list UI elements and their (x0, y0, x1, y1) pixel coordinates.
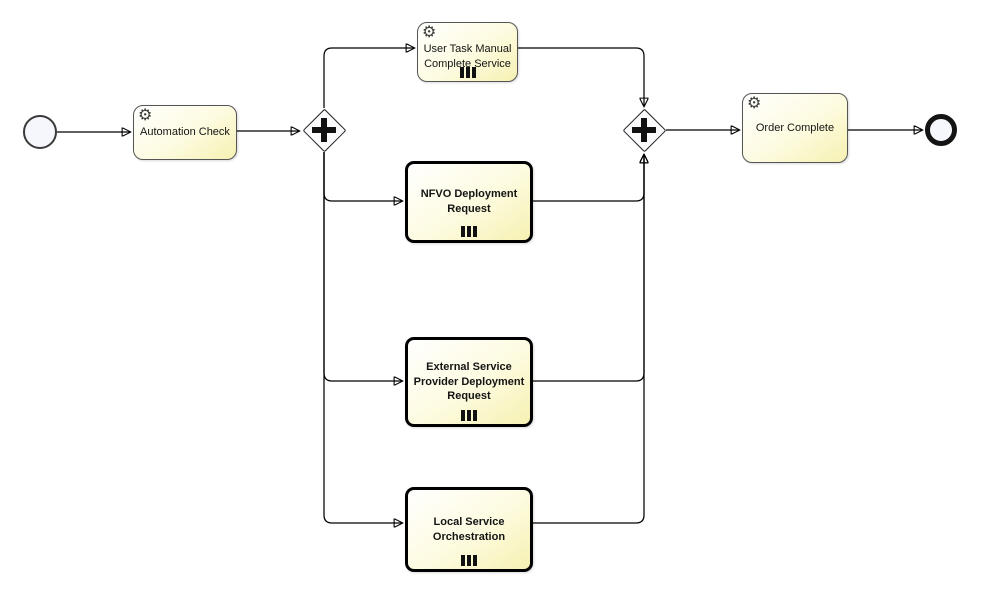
task-order-complete[interactable]: ⚙ Order Complete (742, 93, 848, 163)
sequence-flow-user-task-to-join (518, 47, 644, 106)
multi-instance-marker-icon (461, 555, 477, 566)
multi-instance-marker-icon (459, 67, 476, 78)
gear-icon: ⚙ (422, 22, 437, 41)
sequence-flow-split-to-user-task (323, 48, 414, 108)
task-automation-check[interactable]: ⚙ Automation Check (133, 105, 237, 160)
call-activity-external-service-provider-deployment-request[interactable]: External Service Provider Deployment Req… (405, 337, 533, 427)
task-label: Local Service Orchestration (432, 515, 506, 543)
gear-icon: ⚙ (747, 93, 762, 112)
task-label: NFVO Deployment Request (420, 188, 518, 215)
task-label: Automation Check (140, 126, 230, 139)
multi-instance-marker-icon (461, 226, 477, 237)
end-event[interactable] (925, 114, 957, 146)
call-activity-local-service-orchestration[interactable]: Local Service Orchestration (405, 487, 533, 572)
sequence-flow-nfvo-to-join (533, 155, 644, 202)
task-label: External Service Provider Deployment Req… (413, 360, 525, 403)
multi-instance-marker-icon (461, 410, 477, 421)
sequence-flow-split-to-nfvo (323, 152, 402, 201)
gear-icon: ⚙ (138, 105, 153, 124)
parallel-gateway-plus-icon (321, 118, 327, 142)
task-user-task-manual-complete-service[interactable]: ⚙ User Task Manual Complete Service (417, 22, 518, 82)
task-label: User Task Manual Complete Service (423, 42, 512, 70)
call-activity-nfvo-deployment-request[interactable]: NFVO Deployment Request (405, 161, 533, 243)
task-label: Order Complete (755, 121, 835, 134)
start-event[interactable] (23, 115, 57, 149)
sequence-flow-split-to-external (323, 152, 402, 381)
gateway-parallel-split[interactable] (302, 108, 346, 152)
parallel-gateway-plus-icon (641, 118, 647, 142)
sequence-flow-local-to-join (533, 155, 644, 524)
gateway-parallel-join[interactable] (622, 108, 666, 152)
sequence-flow-split-to-local (323, 152, 402, 523)
sequence-flow-external-to-join (533, 155, 644, 382)
